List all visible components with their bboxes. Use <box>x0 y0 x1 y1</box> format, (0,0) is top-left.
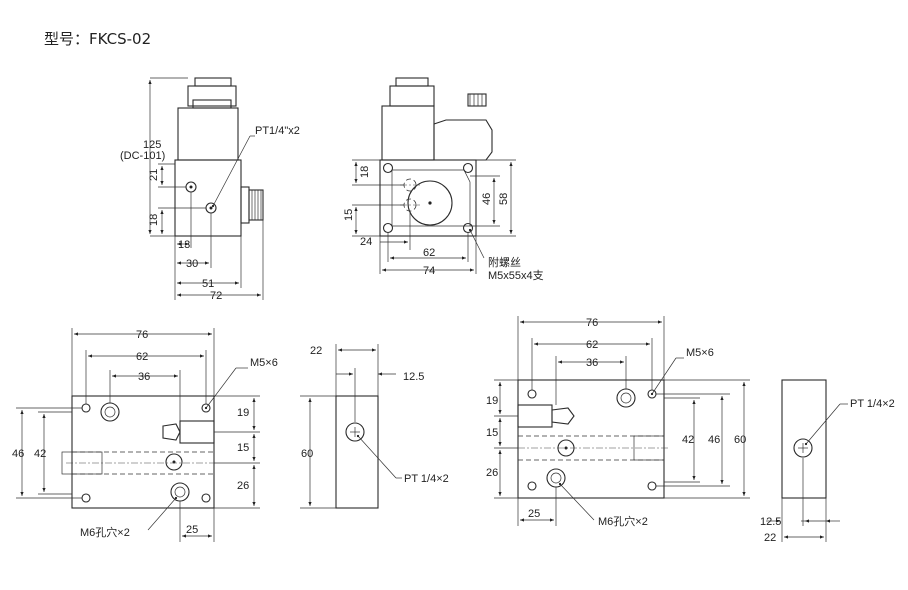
br-dim-76: 76 <box>586 317 598 329</box>
br-dim-60: 60 <box>734 434 746 446</box>
br-thread-label: M5×6 <box>686 347 714 359</box>
br-dim-19: 19 <box>486 395 498 407</box>
screw-label-2: M5x55x4支 <box>488 269 544 282</box>
bl-dim-26: 26 <box>237 480 249 492</box>
bl-dim-62: 62 <box>136 351 148 363</box>
bls-dim-60: 60 <box>301 448 313 460</box>
bottom-right-side-view: PT 1/4×2 12.5 22 <box>760 379 895 544</box>
bl-dim-19: 19 <box>237 407 249 419</box>
dim-21: 21 <box>148 169 160 181</box>
dim-18: 18 <box>148 214 160 226</box>
br-dim-42: 42 <box>682 434 694 446</box>
br-dim-15: 15 <box>486 427 498 439</box>
bl-hole-label: M6孔穴×2 <box>80 525 130 539</box>
side-dim-58: 58 <box>498 193 510 205</box>
br-hole-label: M6孔穴×2 <box>598 514 648 528</box>
bls-dim-12-5: 12.5 <box>403 371 424 383</box>
dim-72: 72 <box>210 290 222 302</box>
bl-dim-76: 76 <box>136 329 148 341</box>
bottom-left-plan-view: 76 62 36 19 15 26 46 42 25 M5×6 M6孔 <box>12 328 278 542</box>
bl-thread-label: M5×6 <box>250 357 278 369</box>
side-dim-46: 46 <box>481 193 493 205</box>
side-dim-74: 74 <box>423 265 435 277</box>
dim-125-sub: (DC-101) <box>120 150 165 162</box>
bottom-right-plan-view: 76 62 36 19 15 26 42 46 60 25 <box>486 316 750 528</box>
side-dim-15: 15 <box>343 209 355 221</box>
bl-dim-42: 42 <box>34 448 46 460</box>
side-dim-24: 24 <box>360 236 372 248</box>
model-title: 型号：FKCS-02 <box>44 30 151 48</box>
bl-dim-46: 46 <box>12 448 24 460</box>
bls-dim-22: 22 <box>310 345 322 357</box>
bls-port-label: PT 1/4×2 <box>404 473 449 485</box>
bl-dim-15: 15 <box>237 442 249 454</box>
br-dim-26: 26 <box>486 467 498 479</box>
bl-dim-36: 36 <box>138 371 150 383</box>
top-side-view: 18 15 24 62 74 46 58 附螺丝 M5x55x4支 <box>343 77 544 282</box>
br-dim-46: 46 <box>708 434 720 446</box>
bottom-left-side-view: 22 12.5 60 PT 1/4×2 <box>300 344 449 509</box>
screw-label-1: 附螺丝 <box>488 255 521 269</box>
br-dim-62: 62 <box>586 339 598 351</box>
dim-125: 125 <box>143 139 161 151</box>
top-front-view: 125 (DC-101) 21 18 13 30 51 72 PT1/4"x2 <box>120 77 300 302</box>
bl-dim-25: 25 <box>186 524 198 536</box>
br-dim-25: 25 <box>528 508 540 520</box>
brs-dim-12-5: 12.5 <box>760 516 781 528</box>
dim-51: 51 <box>202 278 214 290</box>
side-dim-18: 18 <box>359 166 371 178</box>
brs-port-label: PT 1/4×2 <box>850 398 895 410</box>
side-dim-62: 62 <box>423 247 435 259</box>
dim-30: 30 <box>186 258 198 270</box>
br-dim-36: 36 <box>586 357 598 369</box>
port-label-top: PT1/4"x2 <box>255 125 300 137</box>
brs-dim-22: 22 <box>764 532 776 544</box>
dim-13: 13 <box>178 239 190 251</box>
